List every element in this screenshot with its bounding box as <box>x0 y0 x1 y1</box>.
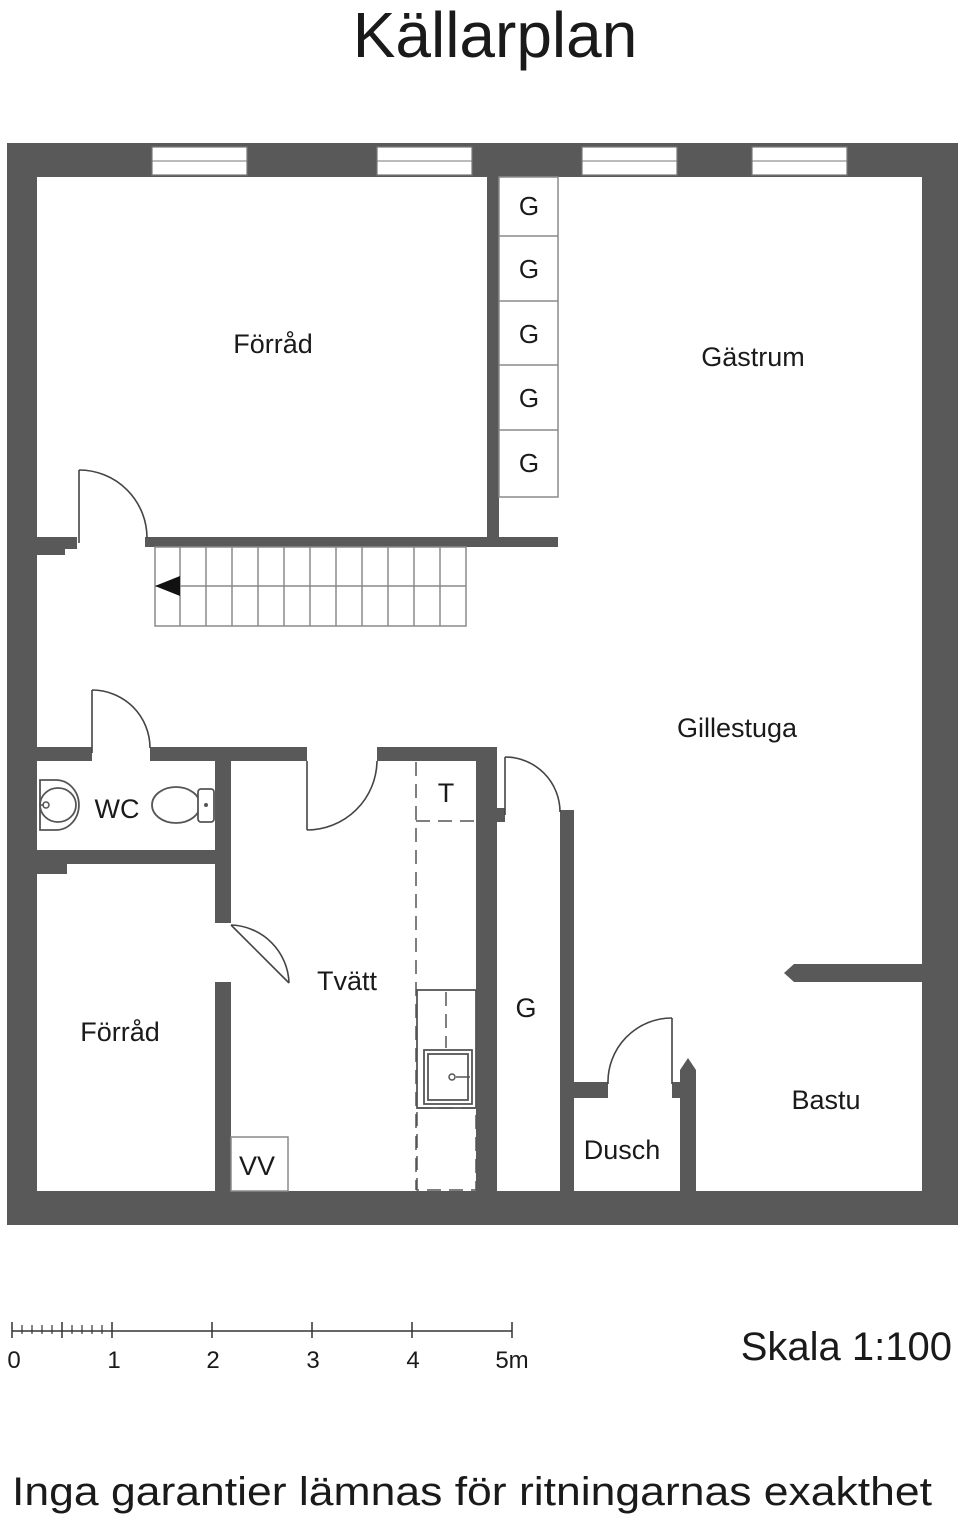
room-label-gastrum: Gästrum <box>701 342 805 372</box>
room-label-tvatt: Tvätt <box>317 966 378 996</box>
room-label-g-corridor: G <box>515 993 536 1023</box>
toilet-icon <box>151 786 201 824</box>
laundry-fixtures <box>230 762 477 1192</box>
closet-label: G <box>519 319 539 349</box>
scale-tick-label: 3 <box>306 1347 319 1374</box>
closet-label: G <box>519 383 539 413</box>
closets: G G G G G <box>498 176 559 498</box>
scale-tick-label: 2 <box>206 1347 219 1374</box>
scale-tick-label: 0 <box>7 1347 20 1374</box>
room-label-vv: VV <box>239 1151 275 1181</box>
scale-tick-label: 4 <box>406 1347 419 1374</box>
closet-label: G <box>519 254 539 284</box>
windows <box>151 146 848 176</box>
room-label-forrad-top: Förråd <box>233 329 313 359</box>
disclaimer: Inga garantier lämnas för ritningarnas e… <box>12 1470 932 1514</box>
doors <box>78 469 673 1085</box>
interior-walls <box>37 177 922 1191</box>
room-label-bastu: Bastu <box>791 1085 860 1115</box>
room-labels: Förråd Gästrum Gillestuga WC T Tvätt För… <box>80 329 860 1181</box>
closet-label: G <box>519 191 539 221</box>
room-label-dusch: Dusch <box>584 1135 661 1165</box>
room-label-gillestuga: Gillestuga <box>677 713 798 743</box>
scale-tick-label: 5m <box>495 1347 528 1374</box>
room-label-wc: WC <box>95 794 140 824</box>
scale-label: Skala 1:100 <box>741 1325 952 1369</box>
staircase <box>154 546 467 627</box>
scale-bar: 0 1 2 3 4 5m <box>7 1322 529 1374</box>
room-label-forrad-bottom: Förråd <box>80 1017 160 1047</box>
wc-fixtures <box>39 779 215 831</box>
scale-tick-label: 1 <box>107 1347 120 1374</box>
laundry-sink-drain-icon <box>448 1073 456 1081</box>
room-label-t: T <box>438 778 455 808</box>
plan-title: Källarplan <box>353 0 638 71</box>
closet-label: G <box>519 448 539 478</box>
stair-direction-arrow-icon <box>155 576 180 596</box>
